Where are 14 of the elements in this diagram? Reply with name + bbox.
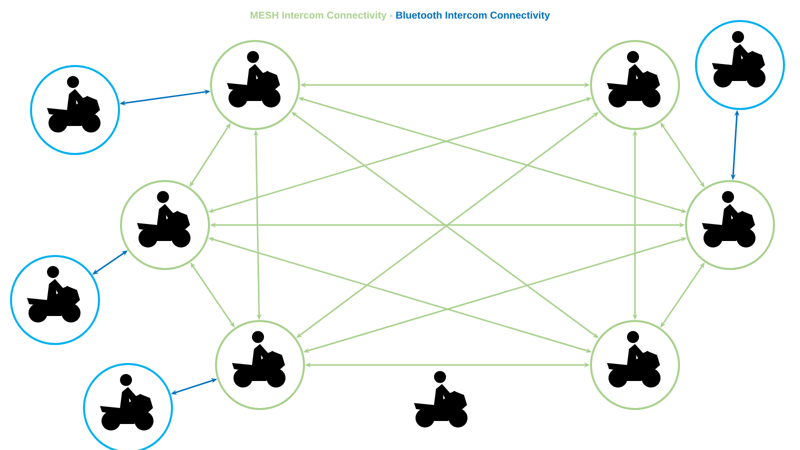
title-text: MESH Intercom Connectivity <box>250 11 387 21</box>
rider-circle <box>590 320 680 410</box>
rider-circle <box>120 180 210 270</box>
rider-circle <box>83 363 173 450</box>
rider-circle <box>695 20 785 110</box>
title-text: Bluetooth Intercom Connectivity <box>396 11 550 21</box>
motorcycle-drawing <box>414 371 468 428</box>
rider-circle <box>10 255 100 345</box>
rider-circle <box>590 40 680 130</box>
rider-circle <box>30 65 120 155</box>
separator: - <box>390 15 392 17</box>
rider-circle <box>685 180 775 270</box>
rider-circle <box>215 320 305 410</box>
rider-circle <box>210 40 300 130</box>
